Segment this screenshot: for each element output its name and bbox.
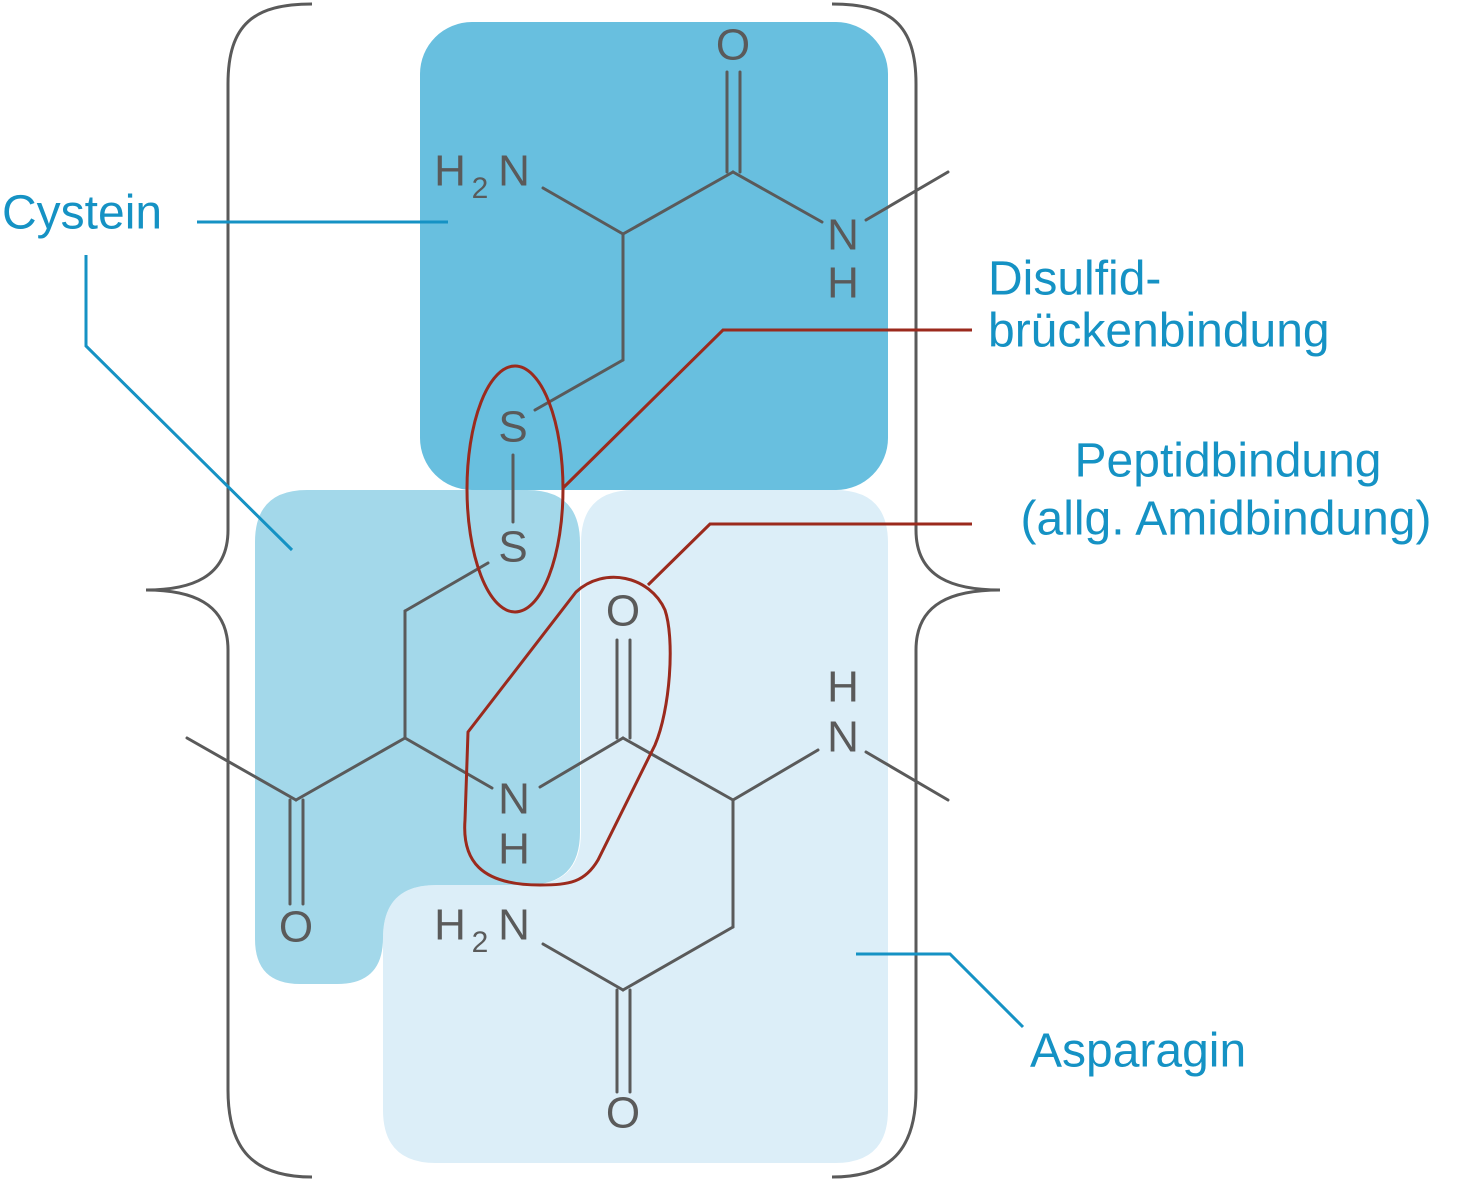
bond bbox=[403, 736, 494, 790]
atom-n-mid: N bbox=[498, 775, 530, 824]
atom-h-top: H bbox=[827, 259, 859, 308]
cysteine-bottom-region bbox=[255, 490, 580, 984]
atom-o-bottom: O bbox=[606, 1089, 640, 1138]
label-peptide-line1: Peptidbindung bbox=[1075, 435, 1382, 488]
bond bbox=[185, 736, 298, 802]
bond bbox=[621, 170, 735, 236]
right-brace bbox=[831, 2, 1001, 1179]
bond bbox=[864, 170, 950, 222]
left-brace bbox=[145, 2, 313, 1179]
label-peptide-line2: (allg. Amidbindung) bbox=[1021, 493, 1432, 546]
atom-h2n-bot-sub: 2 bbox=[472, 926, 489, 959]
bond bbox=[731, 170, 824, 224]
asparagine-leader bbox=[856, 952, 1025, 1029]
bond bbox=[294, 736, 407, 802]
label-cysteine: Cystein bbox=[2, 187, 162, 240]
atom-h2n-bot-n: N bbox=[498, 901, 530, 950]
atom-h2n-top-n: N bbox=[498, 147, 530, 196]
atom-h-mid: H bbox=[498, 825, 530, 874]
atom-o-peptide: O bbox=[606, 587, 640, 636]
bond bbox=[731, 748, 820, 802]
disulfide-highlight bbox=[465, 364, 565, 614]
bond bbox=[403, 561, 490, 613]
label-disulfide-line2: brückenbindung bbox=[988, 305, 1330, 358]
cysteine-top-region bbox=[420, 22, 888, 490]
peptide-highlight bbox=[463, 575, 672, 887]
atom-s1: S bbox=[498, 403, 527, 452]
atom-h2n-top-h: H bbox=[434, 147, 466, 196]
atom-n-right: N bbox=[827, 713, 859, 762]
bond bbox=[621, 736, 735, 802]
atom-h2n-bot-h: H bbox=[434, 901, 466, 950]
cysteine-leader-bottom bbox=[84, 255, 294, 552]
disulfide-leader bbox=[561, 328, 972, 490]
label-disulfide-line1: Disulfid- bbox=[988, 253, 1161, 306]
atom-s2: S bbox=[498, 523, 527, 572]
label-asparagine: Asparagin bbox=[1030, 1025, 1246, 1078]
bond bbox=[621, 925, 735, 992]
atom-o-top: O bbox=[716, 21, 750, 70]
atom-h-right: H bbox=[827, 663, 859, 712]
peptide-bond bbox=[538, 736, 625, 789]
asparagine-region bbox=[383, 490, 888, 1163]
bond bbox=[864, 750, 950, 802]
bond bbox=[541, 186, 625, 236]
atom-h2n-top-sub: 2 bbox=[472, 172, 489, 205]
atom-n-top: N bbox=[827, 211, 859, 260]
atom-o-left: O bbox=[279, 903, 313, 952]
bond bbox=[541, 942, 625, 992]
peptide-leader bbox=[646, 522, 972, 587]
